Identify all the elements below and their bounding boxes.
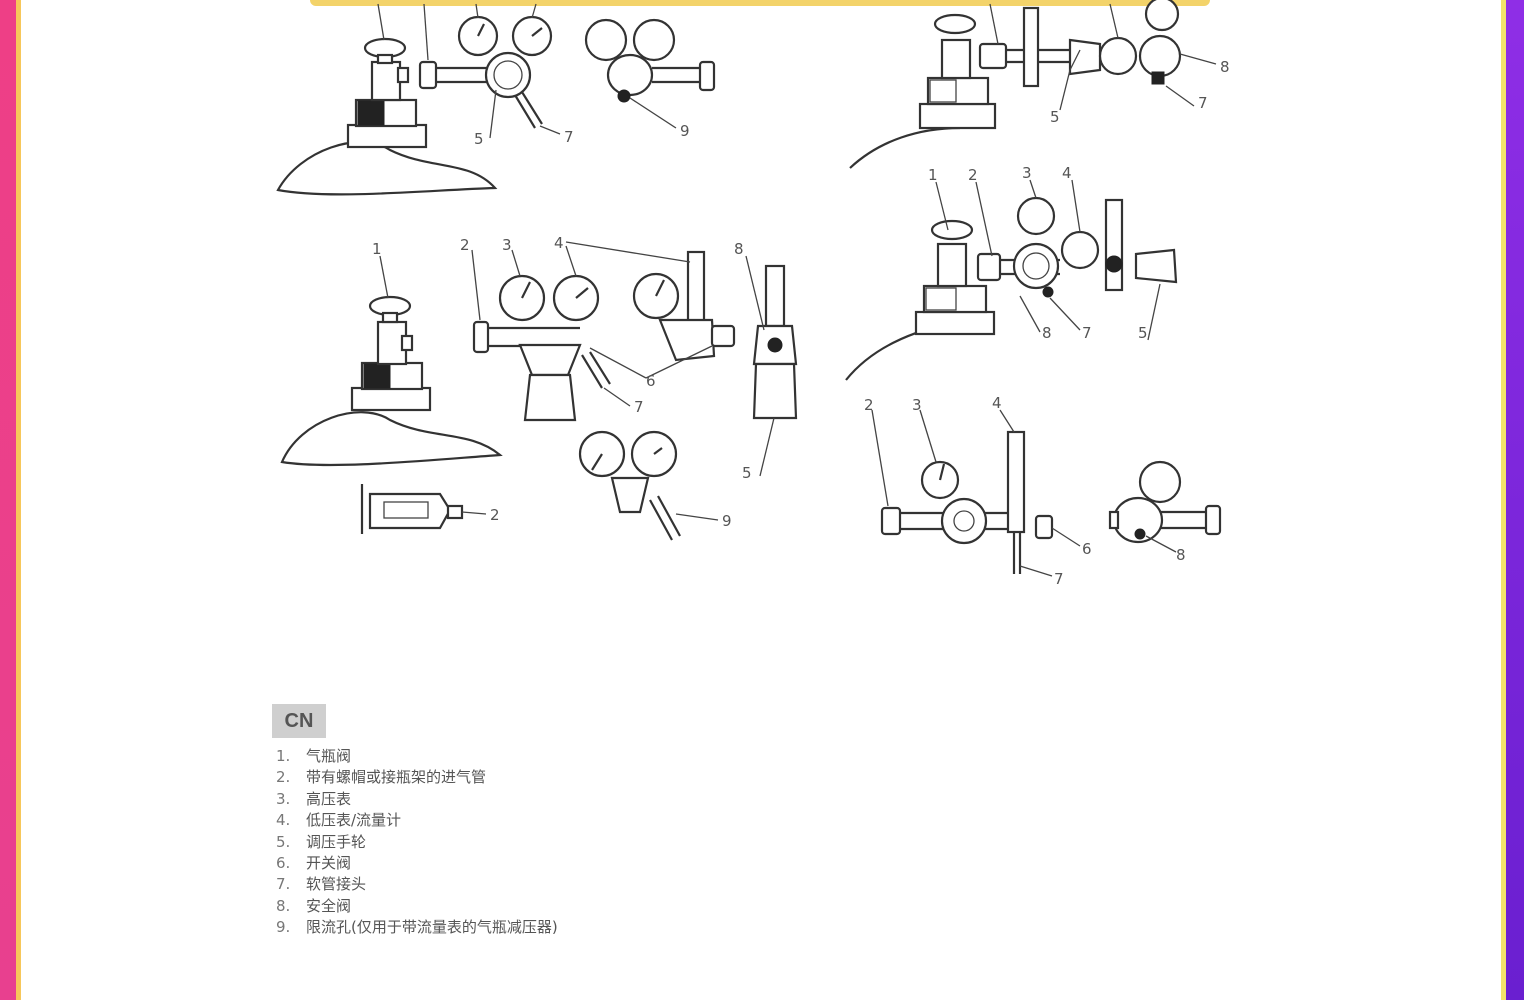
regulator-top-right	[1006, 0, 1182, 88]
legend-item-number: 2.	[276, 768, 291, 787]
legend-item: 6. 开关阀	[272, 853, 672, 874]
leader-lines	[377, 3, 1217, 577]
regulator-bottom-right-2	[1108, 460, 1222, 544]
callout-4: 4	[1062, 164, 1072, 182]
callout-6: 6	[1082, 540, 1092, 558]
callout-2: 2	[490, 506, 500, 524]
regulator-middle-right	[1000, 196, 1178, 298]
legend-item: 7. 软管接头	[272, 874, 672, 895]
legend-item-text: 调压手轮	[306, 832, 367, 851]
callout-7: 7	[1198, 94, 1208, 112]
callout-2: 2	[460, 236, 470, 254]
legend-item-number: 3.	[276, 789, 291, 808]
callout-5: 5	[742, 464, 752, 482]
callout-7: 7	[1082, 324, 1092, 342]
language-badge: CN	[272, 704, 326, 738]
legend-item-number: 5.	[276, 832, 291, 851]
callout-1: 1	[928, 166, 938, 184]
frame-left-border	[0, 0, 16, 1000]
regulator-middle-left-2	[632, 250, 736, 362]
callout-8: 8	[1042, 324, 1052, 342]
legend-item: 1. 气瓶阀	[272, 746, 672, 767]
frame-right-accent	[1501, 0, 1506, 1000]
callout-7: 7	[564, 128, 574, 146]
callout-2: 2	[864, 396, 874, 414]
legend-item-text: 带有螺帽或接瓶架的进气管	[306, 768, 487, 787]
regulator-top-left-2	[584, 18, 716, 103]
legend-item-number: 7.	[276, 875, 291, 894]
legend-item-number: 4.	[276, 811, 291, 830]
legend-list: 1. 气瓶阀 2. 带有螺帽或接瓶架的进气管 3. 高压表 4. 低压表/流量计 5. 调…	[272, 746, 672, 939]
cylinder-top-right	[849, 13, 1008, 169]
callout-8: 8	[1220, 58, 1230, 76]
legend-item: 5. 调压手轮	[272, 832, 672, 853]
legend-item-text: 高压表	[306, 789, 352, 808]
cylinder-top-left	[276, 37, 498, 196]
legend-item: 3. 高压表	[272, 789, 672, 810]
legend-item: 9. 限流孔(仅用于带流量表的气瓶减压器)	[272, 917, 672, 938]
callout-3: 3	[1022, 164, 1032, 182]
legend-item-text: 开关阀	[306, 854, 352, 873]
callout-5: 5	[474, 130, 484, 148]
legend-item: 8. 安全阀	[272, 896, 672, 917]
legend-item-text: 安全阀	[306, 896, 352, 915]
callout-5: 5	[1050, 108, 1060, 126]
parts-legend: CN 1. 气瓶阀 2. 带有螺帽或接瓶架的进气管 3. 高压表 4. 低压表/流量计 …	[272, 704, 672, 939]
cylinder-middle-left	[280, 295, 503, 467]
legend-item: 4. 低压表/流量计	[272, 810, 672, 831]
callout-6: 6	[646, 372, 656, 390]
regulator-diagram: 5 7 9 5 7 8 1 2 3 4 8 6 7 5 9 2 1 2 3 4 …	[276, 0, 1230, 588]
legend-item-text: 气瓶阀	[306, 747, 352, 765]
yoke-connector	[360, 484, 464, 534]
frame-left-accent	[16, 0, 21, 1000]
callout-7: 7	[1054, 570, 1064, 588]
legend-item-text: 软管接头	[306, 875, 367, 894]
callout-8: 8	[1176, 546, 1186, 564]
frame-right-border	[1506, 0, 1524, 1000]
callout-9: 9	[680, 122, 690, 140]
document-sheet	[21, 0, 1501, 1000]
frame-top-accent	[310, 0, 1210, 6]
callout-4: 4	[554, 234, 564, 252]
callout-3: 3	[502, 236, 512, 254]
legend-item-text: 低压表/流量计	[306, 811, 402, 830]
regulator-top-left-1	[418, 15, 553, 129]
callout-1: 1	[372, 240, 382, 258]
regulator-bottom-right-1	[880, 430, 1054, 574]
legend-item-number: 9.	[276, 918, 291, 937]
callout-4: 4	[992, 394, 1002, 412]
callout-5: 5	[1138, 324, 1148, 342]
regulator-middle-left-3	[752, 264, 798, 420]
legend-item-number: 1.	[276, 747, 291, 765]
legend-item-text: 限流孔(仅用于带流量表的气瓶减压器)	[306, 918, 558, 937]
callout-9: 9	[722, 512, 732, 530]
callout-3: 3	[912, 396, 922, 414]
regulator-middle-left-1	[472, 274, 611, 422]
regulator-middle-left-4	[578, 430, 681, 541]
callout-8: 8	[734, 240, 744, 258]
callout-7: 7	[634, 398, 644, 416]
callout-2: 2	[968, 166, 978, 184]
cylinder-middle-right	[845, 219, 1002, 381]
legend-item-number: 6.	[276, 854, 291, 873]
callout-labels: 5 7 9 5 7 8 1 2 3 4 8 6 7 5 9 2 1 2 3 4 …	[372, 58, 1230, 588]
legend-item: 2. 带有螺帽或接瓶架的进气管	[272, 767, 672, 788]
legend-item-number: 8.	[276, 896, 291, 915]
